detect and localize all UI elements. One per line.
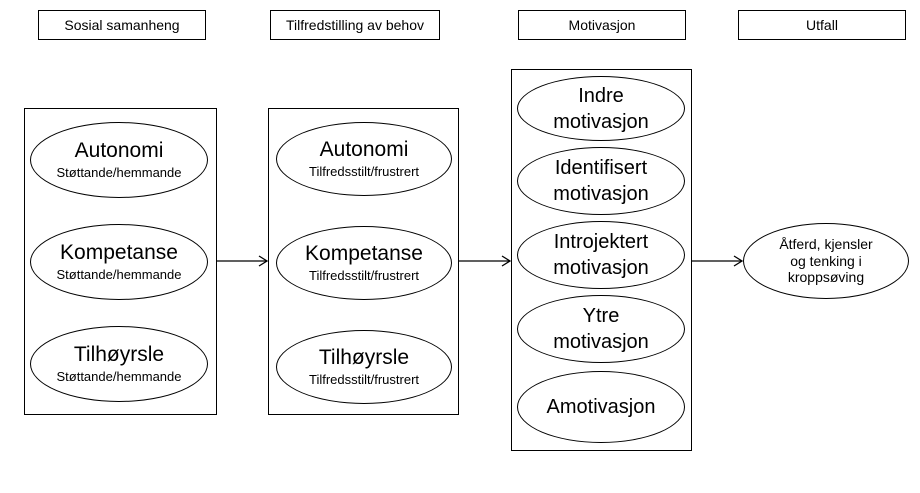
ellipse-subtitle: Tilfredsstilt/frustrert <box>308 371 420 387</box>
introjected-motivation-ellipse: Introjektert motivasjon <box>517 221 685 289</box>
external-motivation-ellipse: Ytre motivasjon <box>517 295 685 363</box>
ellipse-subtitle: Tilfredsstilt/frustrert <box>308 163 420 179</box>
ellipse-line1: Indre <box>578 84 624 107</box>
ellipse-title: Kompetanse <box>305 242 423 266</box>
ellipse-subtitle: Støttande/hemmande <box>56 164 182 180</box>
outcome-line1: Åtferd, kjensler <box>779 235 873 252</box>
header-label: Sosial samanheng <box>64 17 180 33</box>
ellipse-title: Tilhøyrsle <box>318 346 410 370</box>
social-relatedness-ellipse: Tilhøyrsle Støttande/hemmande <box>30 326 208 402</box>
arrowhead-motivation-to-outcome <box>733 255 744 267</box>
ellipse-subtitle: Støttande/hemmande <box>56 266 182 282</box>
header-outcome: Utfall <box>738 10 906 40</box>
ellipse-line1: Amotivasjon <box>546 396 656 418</box>
needs-relatedness-ellipse: Tilhøyrsle Tilfredsstilt/frustrert <box>276 330 452 404</box>
ellipse-title: Kompetanse <box>60 241 178 265</box>
ellipse-line2: motivasjon <box>553 110 649 133</box>
outcome-line3: kroppsøving <box>787 269 865 286</box>
ellipse-line2: motivasjon <box>553 257 649 279</box>
needs-autonomy-ellipse: Autonomi Tilfredsstilt/frustrert <box>276 122 452 196</box>
ellipse-subtitle: Tilfredsstilt/frustrert <box>308 267 420 283</box>
header-label: Utfall <box>806 17 838 33</box>
outcome-line2: og tenking i <box>790 252 862 269</box>
ellipse-line1: Introjektert <box>553 231 649 253</box>
social-competence-ellipse: Kompetanse Støttande/hemmande <box>30 224 208 300</box>
ellipse-line2: motivasjon <box>553 331 649 353</box>
ellipse-line2: motivasjon <box>553 183 649 205</box>
intrinsic-motivation-ellipse: Indre motivasjon <box>517 76 685 141</box>
ellipse-line1: Identifisert <box>554 157 648 179</box>
outcome-ellipse: Åtferd, kjensler og tenking i kroppsøvin… <box>743 223 909 299</box>
header-social-context: Sosial samanheng <box>38 10 206 40</box>
ellipse-title: Tilhøyrsle <box>73 343 165 367</box>
arrowhead-needs-to-motivation <box>501 255 512 267</box>
ellipse-title: Autonomi <box>74 139 164 163</box>
arrowhead-social-to-needs <box>258 255 269 267</box>
header-label: Motivasjon <box>568 17 636 33</box>
identified-motivation-ellipse: Identifisert motivasjon <box>517 147 685 215</box>
needs-competence-ellipse: Kompetanse Tilfredsstilt/frustrert <box>276 226 452 300</box>
header-motivation: Motivasjon <box>518 10 686 40</box>
ellipse-line1: Ytre <box>582 305 620 327</box>
amotivation-ellipse: Amotivasjon <box>517 371 685 443</box>
header-label: Tilfredstilling av behov <box>286 17 424 33</box>
ellipse-title: Autonomi <box>319 138 409 162</box>
social-autonomy-ellipse: Autonomi Støttande/hemmande <box>30 122 208 198</box>
header-need-satisfaction: Tilfredstilling av behov <box>270 10 440 40</box>
ellipse-subtitle: Støttande/hemmande <box>56 368 182 384</box>
